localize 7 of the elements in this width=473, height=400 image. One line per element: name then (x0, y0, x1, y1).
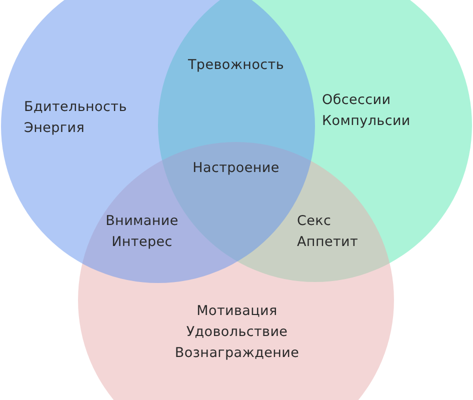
circle-label: Мотивация Удовольствие Вознаграждение (174, 302, 300, 363)
overlap-label: Настроение (192, 159, 280, 178)
overlap-label: Тревожность (188, 56, 284, 75)
overlap-label: Секс Аппетит (297, 212, 358, 252)
circle-label: Бдительность Энергия (24, 98, 127, 138)
circle-label: Обсессии Компульсии (322, 91, 410, 131)
overlap-label: Внимание Интерес (106, 212, 178, 252)
